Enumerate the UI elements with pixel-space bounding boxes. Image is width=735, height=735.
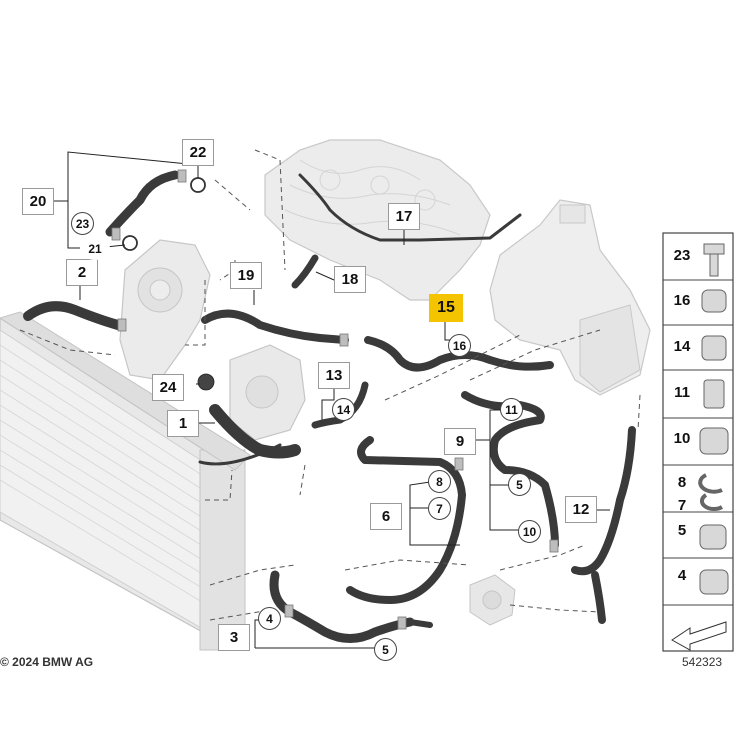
- coolant-hoses: [23, 170, 636, 643]
- arrow-thumbnail: [671, 621, 727, 651]
- panel-label-5: 5: [677, 522, 687, 539]
- clamp-5-thumbnail: [699, 524, 727, 550]
- panel-label-7: 7: [677, 497, 687, 514]
- callout-9: 9: [444, 428, 476, 455]
- clamp-10-thumbnail: [699, 427, 729, 455]
- panel-label-10: 10: [673, 430, 691, 447]
- panel-label-23: 23: [673, 247, 691, 264]
- coolant-pump-housing: [229, 344, 306, 441]
- callout-5-lower: 5: [374, 638, 397, 661]
- hose-clamps: [111, 169, 559, 630]
- callout-11: 11: [500, 398, 523, 421]
- callout-23: 23: [71, 212, 94, 235]
- callout-3: 3: [218, 624, 250, 651]
- water-pump: [119, 239, 211, 381]
- copyright-text: © 2024 BMW AG: [0, 655, 94, 669]
- engine-cylinder-head: [264, 139, 491, 301]
- callout-8: 8: [428, 470, 451, 493]
- callout-18: 18: [334, 266, 366, 293]
- clamp-16-thumbnail: [701, 289, 727, 313]
- diagram-reference-number: 542323: [682, 655, 723, 669]
- callout-14: 14: [332, 398, 355, 421]
- panel-label-16: 16: [673, 292, 691, 309]
- clip-11-thumbnail: [703, 379, 725, 409]
- callout-19: 19: [230, 262, 262, 289]
- callout-15-highlighted: 15: [429, 294, 463, 322]
- callout-5-upper: 5: [508, 473, 531, 496]
- callout-6: 6: [370, 503, 402, 530]
- clamp-4-thumbnail: [699, 569, 729, 595]
- clamp-14-thumbnail: [701, 335, 727, 361]
- panel-label-14: 14: [673, 338, 691, 355]
- callout-1: 1: [167, 410, 199, 437]
- callout-21: 21: [80, 237, 110, 260]
- panel-label-11: 11: [674, 384, 690, 401]
- callout-13: 13: [318, 362, 350, 389]
- radiator: [0, 311, 251, 652]
- callout-17: 17: [388, 203, 420, 230]
- callout-24: 24: [152, 374, 184, 401]
- panel-label-8: 8: [677, 474, 687, 491]
- callout-7: 7: [428, 497, 451, 520]
- callout-20: 20: [22, 188, 54, 215]
- callout-22: 22: [182, 139, 214, 166]
- callout-4: 4: [258, 607, 281, 630]
- callout-10: 10: [518, 520, 541, 543]
- panel-label-4: 4: [677, 567, 687, 584]
- bolt-thumbnail: [703, 243, 725, 277]
- callout-12: 12: [565, 496, 597, 523]
- auxiliary-pump: [469, 574, 516, 626]
- clip-8-7-thumbnail: [698, 473, 724, 512]
- leader-lines: [52, 151, 610, 649]
- expansion-tank: [489, 199, 651, 396]
- callout-16: 16: [448, 334, 471, 357]
- callout-2: 2: [66, 259, 98, 286]
- parts-panel-thumbnails: [671, 243, 729, 651]
